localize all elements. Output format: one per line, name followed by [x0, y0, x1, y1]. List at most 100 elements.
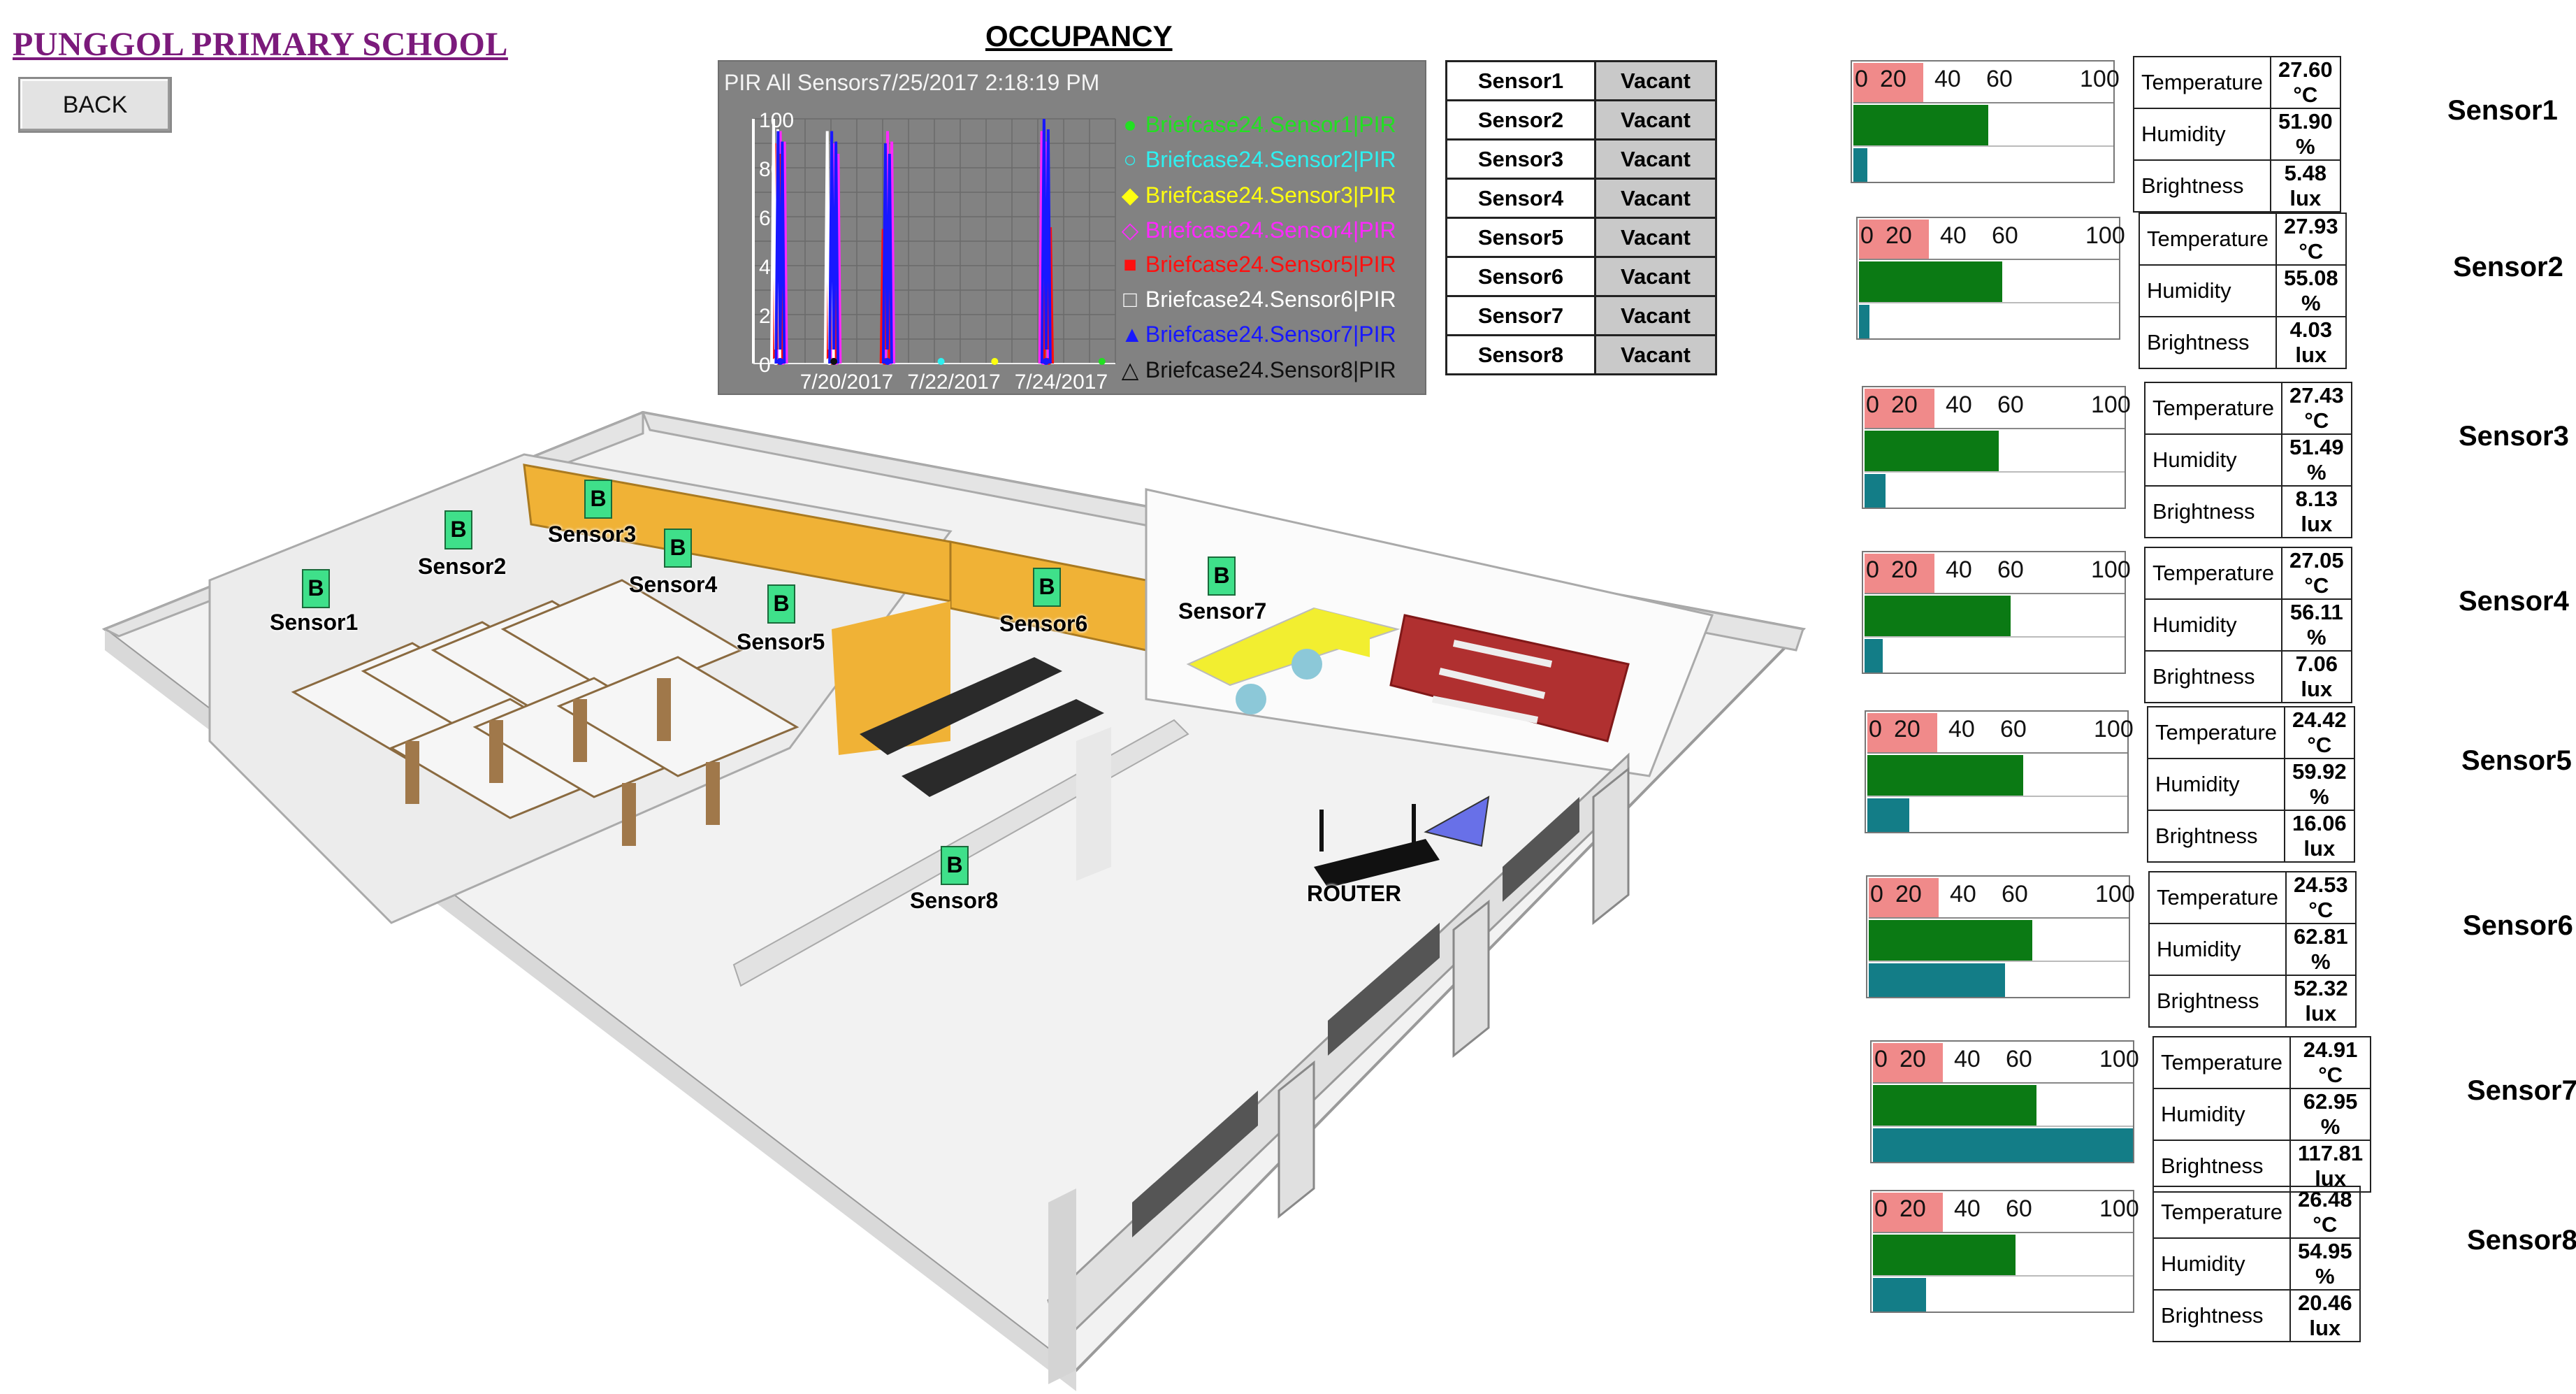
legend-label: Briefcase24.Sensor8|PIR — [1139, 357, 1396, 382]
sensor2-map-label: Sensor2 — [418, 554, 507, 579]
brightness-value: 8.13 lux — [2281, 485, 2352, 538]
gauge-tick-label: 20 — [1900, 1046, 1926, 1072]
gauge-tick-label: 20 — [1891, 391, 1918, 418]
gauge-tick-label: 40 — [1950, 881, 1976, 907]
humidity-bar — [1853, 105, 1989, 145]
series-point — [830, 358, 838, 365]
humidity-value: 59.92 % — [2284, 758, 2355, 811]
sensor4-badge-icon[interactable]: B — [664, 529, 692, 568]
temperature-value: 27.05 °C — [2281, 547, 2352, 600]
humidity-value: 54.95 % — [2289, 1237, 2361, 1291]
humidity-label: Humidity — [2143, 598, 2283, 652]
legend-label: Briefcase24.Sensor1|PIR — [1139, 112, 1396, 137]
temperature-label: Temperature — [2143, 547, 2283, 600]
legend-item: ○ Briefcase24.Sensor2|PIR — [1121, 147, 1396, 173]
sensor-card-title: Sensor1 — [2447, 95, 2558, 126]
gauge-tick-label: 20 — [1886, 222, 1912, 249]
gauge-tick-label: 0 — [1874, 1046, 1888, 1072]
humidity-value: 62.81 % — [2285, 923, 2357, 976]
series-point — [991, 358, 999, 365]
sensor7-badge-icon[interactable]: B — [1208, 556, 1236, 596]
gauge-tick-label: 0 — [1869, 716, 1882, 742]
sensor8-badge-icon[interactable]: B — [941, 846, 969, 885]
humidity-bar — [1865, 596, 2011, 636]
status-value: Vacant — [1594, 178, 1717, 219]
gauge-tick-label: 100 — [2094, 716, 2134, 742]
gauge-tick-label: 40 — [1946, 391, 1972, 418]
gauge-alert-zone — [1873, 1193, 1943, 1232]
sensor4-map-label: Sensor4 — [629, 572, 718, 597]
status-sensor-name: Sensor5 — [1445, 217, 1596, 258]
gauge-divider — [1873, 1126, 2133, 1127]
sensor-card-title: Sensor5 — [2461, 745, 2572, 776]
gauge-tick-label: 60 — [1997, 556, 2024, 583]
sensor3-badge-icon[interactable]: B — [584, 480, 612, 519]
brightness-bar — [1867, 798, 1909, 832]
sensor-card-title: Sensor6 — [2463, 910, 2573, 941]
status-sensor-name: Sensor2 — [1445, 99, 1596, 141]
router-label: ROUTER — [1307, 881, 1402, 906]
sensor-card-title: Sensor7 — [2467, 1075, 2576, 1106]
gauge-divider — [1867, 752, 2127, 754]
occupancy-title: OCCUPANCY — [985, 20, 1173, 52]
temperature-label: Temperature — [2146, 706, 2286, 759]
humidity-label: Humidity — [2152, 1088, 2292, 1141]
legend-item: □ Briefcase24.Sensor6|PIR — [1121, 287, 1396, 312]
gauge-tick-label: 20 — [1894, 716, 1920, 742]
temperature-label: Temperature — [2152, 1036, 2292, 1089]
temperature-label: Temperature — [2148, 871, 2287, 924]
humidity-label: Humidity — [2132, 108, 2272, 161]
humidity-bar — [1873, 1085, 2037, 1126]
legend-marker-icon: ◆ — [1121, 182, 1139, 208]
legend-label: Briefcase24.Sensor5|PIR — [1139, 252, 1396, 277]
gauge-divider — [1873, 1275, 2133, 1277]
gauge-tick-label: 60 — [1986, 66, 2013, 92]
gauge-tick-label: 0 — [1855, 66, 1868, 92]
sensor6-badge-icon[interactable]: B — [1033, 568, 1061, 607]
school-name-link[interactable]: PUNGGOL PRIMARY SCHOOL — [13, 26, 508, 63]
back-button[interactable]: BACK — [18, 77, 172, 133]
legend-marker-icon: △ — [1121, 357, 1139, 382]
series-point — [776, 358, 784, 365]
brightness-label: Brightness — [2148, 975, 2287, 1028]
legend-label: Briefcase24.Sensor3|PIR — [1139, 182, 1396, 208]
brightness-bar — [1873, 1278, 1927, 1312]
gauge-tick-label: 40 — [1934, 66, 1961, 92]
humidity-value: 51.49 % — [2281, 433, 2352, 487]
sensor5-badge-icon[interactable]: B — [767, 584, 795, 624]
sensor2-badge-icon[interactable]: B — [444, 510, 472, 549]
gauge-divider — [1865, 636, 2125, 638]
brightness-value: 117.81 lux — [2289, 1140, 2372, 1193]
gauge-divider — [1859, 302, 2119, 303]
brightness-label: Brightness — [2146, 810, 2286, 863]
status-value: Vacant — [1594, 99, 1717, 141]
sensor1-badge-icon[interactable]: B — [302, 569, 330, 608]
brightness-bar — [1859, 305, 1869, 338]
gauge-tick-label: 60 — [2000, 716, 2027, 742]
router-icon — [1314, 796, 1490, 888]
gauge-alert-zone — [1873, 1043, 1943, 1082]
legend-label: Briefcase24.Sensor4|PIR — [1139, 217, 1396, 243]
gauge-alert-zone — [1853, 63, 1923, 102]
